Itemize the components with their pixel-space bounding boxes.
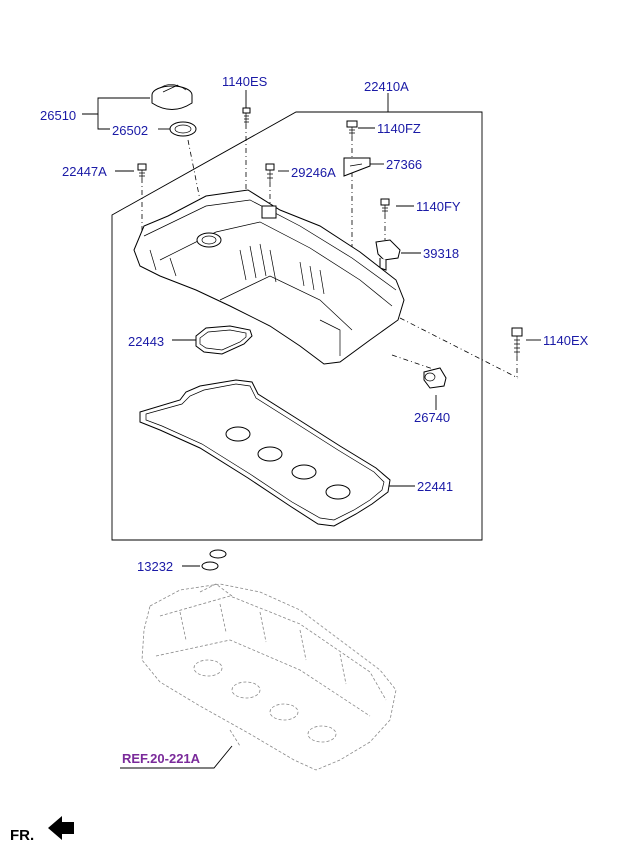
bolt-29246A bbox=[265, 163, 275, 182]
cylinder-head-outline bbox=[141, 583, 397, 771]
callout-22441[interactable]: 22441 bbox=[417, 479, 453, 494]
callout-1140ES[interactable]: 1140ES bbox=[222, 74, 268, 89]
front-direction-label: FR. bbox=[10, 827, 34, 844]
bolt-1140FY bbox=[380, 198, 390, 214]
oil-filler-cap bbox=[151, 84, 193, 110]
callout-26740[interactable]: 26740 bbox=[414, 410, 450, 425]
reference-link[interactable]: REF.20-221A bbox=[122, 751, 201, 766]
bolt-1140FZ bbox=[346, 120, 358, 136]
rocker-cover bbox=[133, 189, 405, 365]
callout-26510[interactable]: 26510 bbox=[40, 108, 76, 123]
bolt-1140ES bbox=[242, 107, 251, 124]
rocker-cover-gasket bbox=[139, 379, 391, 527]
pcv-valve bbox=[423, 367, 447, 389]
leader-lines bbox=[82, 90, 541, 769]
oil-cap-gasket bbox=[169, 121, 197, 137]
bolt-1140EX bbox=[511, 327, 523, 356]
seal-rings bbox=[201, 549, 227, 571]
bolt-22447A bbox=[137, 163, 147, 178]
callout-22447A[interactable]: 22447A bbox=[62, 164, 107, 179]
plug-gasket bbox=[195, 325, 253, 355]
callout-1140FZ[interactable]: 1140FZ bbox=[377, 121, 421, 136]
cam-position-sensor bbox=[375, 239, 401, 271]
callout-1140EX[interactable]: 1140EX bbox=[543, 333, 589, 348]
front-direction-arrow-icon bbox=[48, 816, 74, 840]
assembly-frame bbox=[111, 111, 483, 541]
callout-22443[interactable]: 22443 bbox=[128, 334, 164, 349]
callout-13232[interactable]: 13232 bbox=[137, 559, 173, 574]
bracket-27366 bbox=[343, 157, 371, 177]
callout-39318[interactable]: 39318 bbox=[423, 246, 459, 261]
callout-27366[interactable]: 27366 bbox=[386, 157, 422, 172]
callout-29246A[interactable]: 29246A bbox=[291, 165, 336, 180]
callout-1140FY[interactable]: 1140FY bbox=[416, 199, 461, 214]
callout-22410A[interactable]: 22410A bbox=[364, 79, 409, 94]
alignment-lines bbox=[141, 124, 519, 380]
callout-26502[interactable]: 26502 bbox=[112, 123, 148, 138]
